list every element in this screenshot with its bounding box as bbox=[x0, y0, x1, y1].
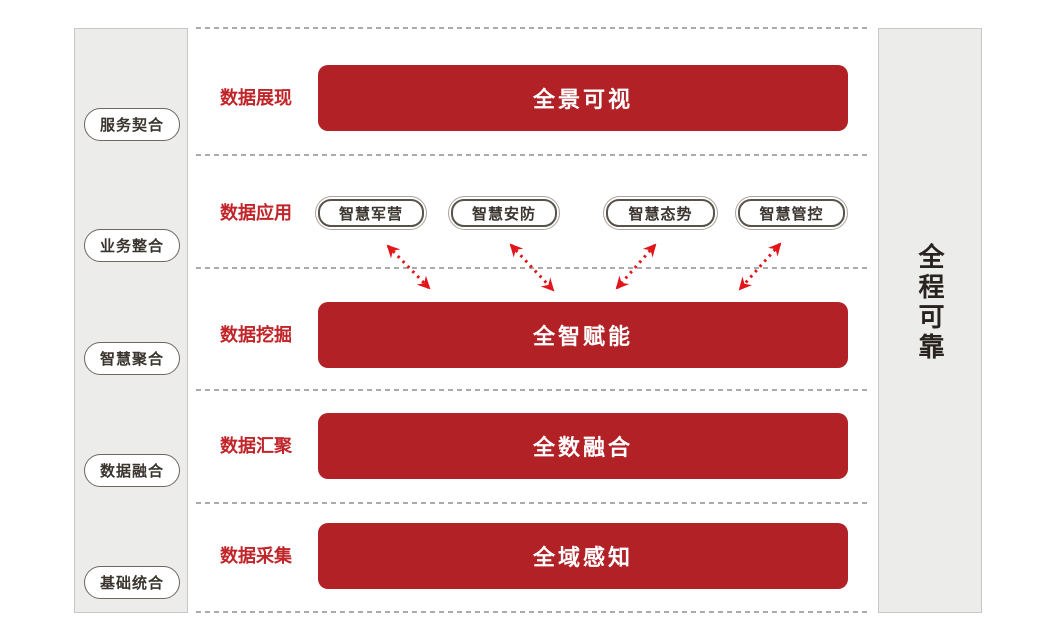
capability-bar-full-domain-sensing: 全域感知 bbox=[318, 523, 848, 589]
vertical-banner-label: 全程可靠 bbox=[915, 243, 945, 363]
separator-dotted-line bbox=[196, 502, 868, 504]
row-label-data-presentation: 数据展现 bbox=[220, 88, 292, 108]
layer-pill-data-fusion: 数据融合 bbox=[84, 454, 180, 487]
capability-bar-panoramic-visibility: 全景可视 bbox=[318, 65, 848, 131]
row-label-data-convergence: 数据汇聚 bbox=[220, 436, 292, 456]
row-label-data-mining: 数据挖掘 bbox=[220, 325, 292, 345]
app-pill-smart-barracks: 智慧军营 bbox=[315, 196, 427, 230]
app-pill-smart-control: 智慧管控 bbox=[735, 196, 848, 230]
row-label-data-collection: 数据采集 bbox=[220, 546, 292, 566]
app-pill-label: 智慧安防 bbox=[451, 199, 557, 227]
row-label-data-application: 数据应用 bbox=[220, 203, 292, 223]
capability-bar-full-data-fusion: 全数融合 bbox=[318, 413, 848, 479]
app-pill-smart-security: 智慧安防 bbox=[448, 196, 560, 230]
layer-pill-business-integration: 业务整合 bbox=[84, 229, 180, 262]
right-assurance-panel: 全程可靠 bbox=[878, 28, 982, 613]
capability-bar-full-intelligence: 全智赋能 bbox=[318, 302, 848, 368]
app-pill-label: 智慧军营 bbox=[318, 199, 424, 227]
separator-dotted-line bbox=[196, 389, 868, 391]
layer-pill-wisdom-aggregation: 智慧聚合 bbox=[84, 342, 180, 375]
layer-pill-service-fit: 服务契合 bbox=[84, 108, 180, 141]
left-layer-panel: 服务契合 业务整合 智慧聚合 数据融合 基础统合 bbox=[74, 28, 188, 613]
app-pill-label: 智慧态势 bbox=[606, 199, 715, 227]
separator-dotted-line bbox=[196, 267, 868, 269]
app-pill-smart-situation: 智慧态势 bbox=[603, 196, 718, 230]
separator-dotted-line bbox=[196, 611, 868, 613]
app-pill-label: 智慧管控 bbox=[738, 199, 845, 227]
separator-dotted-line bbox=[196, 154, 868, 156]
layer-pill-base-unification: 基础统合 bbox=[84, 566, 180, 599]
separator-dotted-line bbox=[196, 27, 868, 29]
